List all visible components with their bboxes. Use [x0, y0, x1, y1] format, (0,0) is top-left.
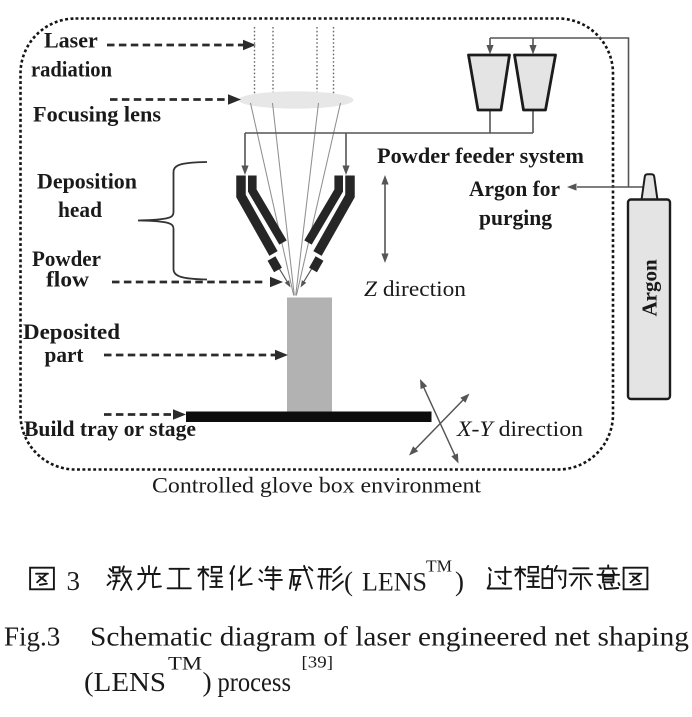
svg-text:purging: purging [479, 205, 552, 230]
svg-text:head: head [58, 197, 102, 222]
svg-text:flow: flow [46, 267, 89, 292]
svg-text:Focusing lens: Focusing lens [33, 102, 161, 127]
svg-text:Build tray or stage: Build tray or stage [24, 416, 196, 441]
svg-text:TM: TM [426, 557, 452, 576]
svg-text:Controlled glove box environme: Controlled glove box environment [152, 473, 481, 498]
svg-text:[39]: [39] [302, 653, 334, 672]
svg-text:3: 3 [67, 566, 81, 596]
svg-text:Argon for: Argon for [469, 176, 560, 201]
svg-text:): ) [203, 666, 212, 697]
svg-text:Deposited: Deposited [23, 319, 120, 344]
svg-text:process: process [218, 666, 292, 697]
svg-text:Laser: Laser [44, 28, 98, 53]
svg-text:Fig.3: Fig.3 [4, 622, 60, 652]
svg-text:X-Y direction: X-Y direction [456, 416, 583, 441]
svg-text:TM: TM [168, 654, 202, 675]
svg-text:Schematic diagram of laser eng: Schematic diagram of laser engineered ne… [90, 622, 689, 652]
svg-text:LENS: LENS [362, 568, 427, 597]
svg-text:Z direction: Z direction [364, 276, 466, 301]
svg-text:Powder feeder system: Powder feeder system [377, 143, 584, 168]
svg-text:(: ( [344, 567, 353, 597]
svg-text:): ) [455, 567, 464, 597]
svg-text:Argon: Argon [638, 259, 662, 316]
svg-text:Deposition: Deposition [37, 169, 137, 194]
svg-text:(LENS: (LENS [84, 666, 166, 697]
svg-text:part: part [45, 342, 85, 367]
svg-text:radiation: radiation [31, 57, 112, 82]
